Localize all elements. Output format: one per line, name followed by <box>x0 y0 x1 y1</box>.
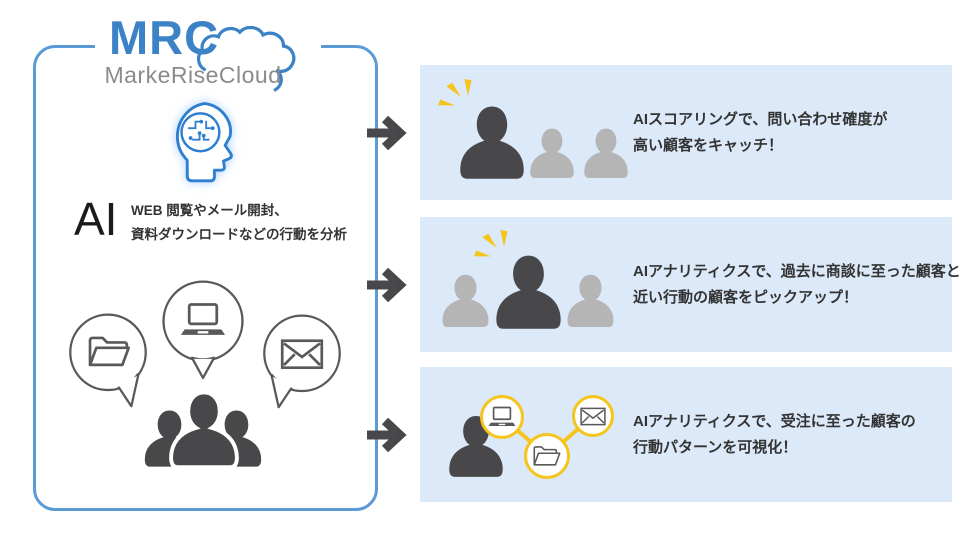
logo: MRC MarkeRiseCloud <box>95 10 321 92</box>
benefit-text-pickup: AIアナリティクスで、過去に商談に至った顧客と 近い行動の顧客をピックアップ！ <box>633 259 961 311</box>
benefit-panel-visualize: AIアナリティクスで、受注に至った顧客の 行動パターンを可視化！ <box>420 367 952 502</box>
arrow-right-icon <box>366 418 410 452</box>
folder-bubble <box>69 313 147 408</box>
people-group-icon <box>144 390 262 468</box>
envelope-icon <box>280 339 324 370</box>
behavior-analysis-text: WEB 閲覧やメール開封、 資料ダウンロードなどの行動を分析 <box>131 199 347 247</box>
highlighted-person-silhouette <box>496 255 561 329</box>
panel3-art <box>420 367 633 502</box>
behavior-analysis-line1: WEB 閲覧やメール開封、 <box>131 203 288 218</box>
envelope-bubble <box>263 314 341 409</box>
benefit3-line2: 行動パターンを可視化！ <box>633 438 798 456</box>
laptop-icon <box>488 406 516 426</box>
ai-brain-icon <box>175 102 233 183</box>
person-silhouette <box>567 274 614 327</box>
benefit-panel-pickup: AIアナリティクスで、過去に商談に至った顧客と 近い行動の顧客をピックアップ！ <box>420 217 961 352</box>
benefit-text-scoring: AIスコアリングで、問い合わせ確度が 高い顧客をキャッチ！ <box>633 107 887 159</box>
highlighted-person-silhouette <box>460 106 524 179</box>
ai-label: AI <box>74 193 118 245</box>
folder-icon <box>88 336 131 367</box>
folder-icon <box>533 446 561 466</box>
behavior-analysis-line2: 資料ダウンロードなどの行動を分析 <box>131 227 347 242</box>
benefit-panel-scoring: AIスコアリングで、問い合わせ確度が 高い顧客をキャッチ！ <box>420 65 952 200</box>
person-silhouette <box>530 128 574 178</box>
logo-name: MarkeRiseCloud <box>104 62 282 88</box>
panel2-art <box>420 217 633 352</box>
person-silhouette <box>584 128 628 178</box>
arrow-right-icon <box>366 268 410 302</box>
laptop-node <box>480 395 524 439</box>
person-silhouette <box>442 274 489 327</box>
arrow-right-icon <box>366 116 410 150</box>
cloud-icon <box>197 26 296 92</box>
benefit2-line2: 近い行動の顧客をピックアップ！ <box>633 288 859 306</box>
panel1-art <box>420 65 633 200</box>
benefit2-line1: AIアナリティクスで、過去に商談に至った顧客と <box>633 262 961 280</box>
benefit3-line1: AIアナリティクスで、受注に至った顧客の <box>633 412 916 430</box>
folder-node <box>524 433 570 479</box>
benefit-text-visualize: AIアナリティクスで、受注に至った顧客の 行動パターンを可視化！ <box>633 409 916 461</box>
envelope-icon <box>580 407 606 425</box>
benefit1-line2: 高い顧客をキャッチ！ <box>633 136 784 154</box>
envelope-node <box>572 395 614 437</box>
laptop-icon <box>180 303 226 335</box>
benefit1-line1: AIスコアリングで、問い合わせ確度が <box>633 110 888 128</box>
laptop-bubble <box>162 280 244 380</box>
